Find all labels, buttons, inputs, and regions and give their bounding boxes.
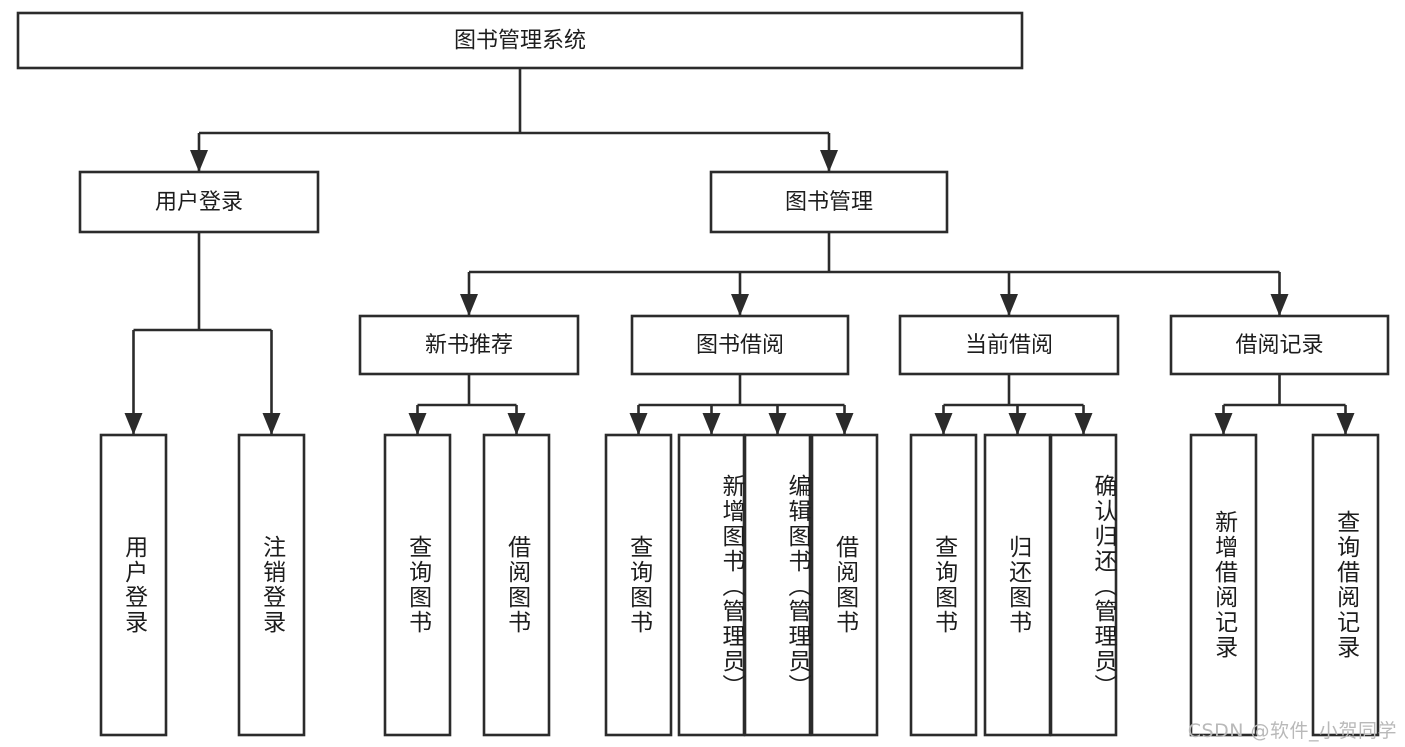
arrow-head-icon	[934, 413, 953, 435]
arrow-head-icon	[629, 413, 648, 435]
leaf-node-box-7[interactable]	[810, 433, 879, 737]
level3-node-box-1[interactable]	[630, 314, 850, 376]
leaf-node-box-3[interactable]	[482, 433, 551, 737]
arrow-head-icon	[124, 413, 143, 435]
leaf-node-box-0[interactable]	[99, 433, 168, 737]
arrow-head-icon	[460, 294, 478, 316]
level3-node-box-2[interactable]	[898, 314, 1120, 376]
arrow-head-icon	[1000, 294, 1018, 316]
arrow-head-icon	[190, 150, 208, 172]
arrow-head-icon	[768, 413, 787, 435]
leaf-node-box-10[interactable]	[1049, 433, 1118, 737]
leaf-node-box-4[interactable]	[604, 433, 673, 737]
arrow-head-icon	[507, 413, 526, 435]
arrow-head-icon	[1336, 413, 1355, 435]
level3-node-label-2: 当前借阅	[965, 333, 1053, 358]
arrow-head-icon	[1270, 294, 1289, 316]
arrow-head-icon	[820, 150, 838, 172]
level2-node-box-0[interactable]	[78, 170, 320, 234]
leaf-node-box-6[interactable]	[743, 433, 812, 737]
node-boxes	[16, 11, 1390, 737]
leaf-node-box-12[interactable]	[1311, 433, 1380, 737]
arrow-head-icon	[1074, 413, 1093, 435]
arrow-head-icon	[262, 413, 281, 435]
watermark-text: CSDN @软件_小贺同学	[1187, 720, 1397, 742]
arrow-head-icon	[731, 294, 749, 316]
arrow-head-icon	[835, 413, 854, 435]
arrow-head-icon	[408, 413, 427, 435]
level3-node-label-3: 借阅记录	[1235, 333, 1323, 358]
level3-node-label-0: 新书推荐	[425, 333, 513, 358]
arrow-head-icon	[1008, 413, 1027, 435]
leaf-node-box-2[interactable]	[383, 433, 452, 737]
level2-node-box-1[interactable]	[709, 170, 949, 234]
connector-lines	[124, 68, 1355, 435]
leaf-node-box-5[interactable]	[677, 433, 746, 737]
root-node-box[interactable]	[16, 11, 1024, 70]
level2-node-label-0: 用户登录	[155, 190, 243, 215]
level3-node-box-0[interactable]	[358, 314, 580, 376]
leaf-node-box-1[interactable]	[237, 433, 306, 737]
leaf-node-box-9[interactable]	[983, 433, 1052, 737]
level3-node-box-3[interactable]	[1169, 314, 1390, 376]
level2-node-label-1: 图书管理	[785, 190, 873, 215]
arrow-head-icon	[1214, 413, 1233, 435]
level3-node-label-1: 图书借阅	[696, 333, 784, 358]
root-node-label: 图书管理系统	[454, 29, 586, 54]
leaf-node-box-11[interactable]	[1189, 433, 1258, 737]
arrow-head-icon	[702, 413, 721, 435]
leaf-node-box-8[interactable]	[909, 433, 978, 737]
